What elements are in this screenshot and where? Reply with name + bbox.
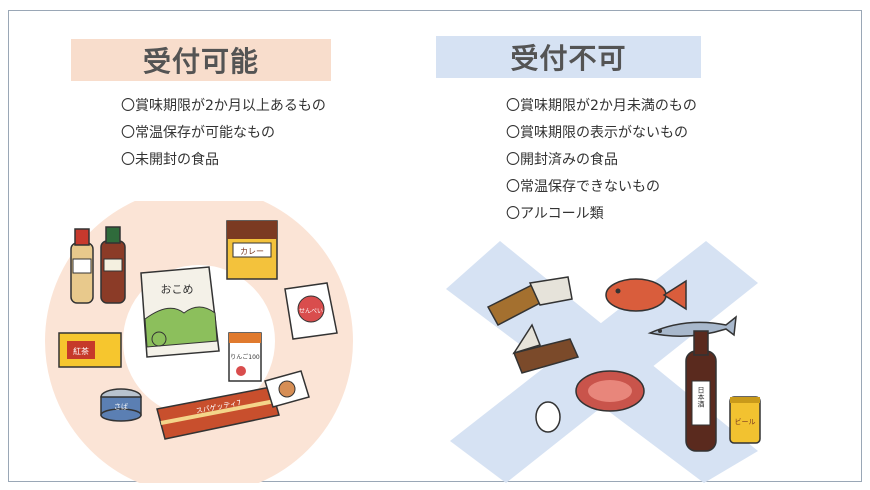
reject-item: 〇賞味期限の表示がないもの — [506, 125, 688, 141]
rejected-foods-illustration: 日本酒 ビール — [446, 241, 761, 483]
reject-item: 〇常温保存できないもの — [506, 179, 660, 195]
soy-sauce-bottle-icon — [70, 228, 94, 304]
accept-panel: 受付可能 〇賞味期限が2か月以上あるもの 〇常温保存が可能なもの 〇未開封の食品 — [9, 11, 436, 483]
meat-icon — [575, 370, 645, 412]
beer-label: ビール — [735, 417, 756, 426]
cracker-label: せんべい — [299, 308, 323, 315]
sake-label: 日本酒 — [697, 387, 705, 409]
chocolate-bar-icon — [512, 323, 580, 374]
infographic-frame: 受付可能 〇賞味期限が2か月以上あるもの 〇常温保存が可能なもの 〇未開封の食品 — [8, 10, 863, 483]
accept-item: 〇未開封の食品 — [121, 152, 219, 168]
reject-header: 受付不可 — [436, 36, 701, 78]
can-label: さば — [114, 402, 128, 411]
egg-icon — [535, 401, 561, 433]
sardine-icon — [647, 315, 737, 337]
juice-box-icon: りんご100 — [228, 332, 262, 382]
reject-panel: 受付不可 〇賞味期限が2か月未満のもの 〇賞味期限の表示がないもの 〇開封済みの… — [436, 11, 863, 483]
sauce-bottle-icon — [100, 226, 126, 304]
accept-header: 受付可能 — [71, 39, 331, 81]
canned-fish-icon: さば — [100, 388, 142, 422]
rice-bag-icon: おこめ — [140, 266, 220, 358]
tea-box-icon: 紅茶 — [58, 332, 122, 368]
fish-icon — [605, 278, 687, 312]
reject-item: 〇アルコール類 — [506, 206, 604, 222]
cookie-pack-icon — [264, 370, 310, 408]
tea-label: 紅茶 — [73, 346, 89, 356]
accept-list: 〇賞味期限が2か月以上あるもの 〇常温保存が可能なもの 〇未開封の食品 — [121, 93, 326, 174]
rice-bag-label: おこめ — [161, 283, 194, 296]
cracker-bag-icon: せんべい — [284, 282, 338, 340]
pasta-package-icon: スパゲッティ7 — [156, 386, 280, 440]
accept-item: 〇常温保存が可能なもの — [121, 125, 275, 141]
reject-item: 〇賞味期限が2か月未満のもの — [506, 98, 697, 114]
juice-label: りんご100 — [230, 353, 260, 361]
accepted-foods-illustration: カレー おこめ せんべい 紅茶 — [45, 201, 353, 483]
beer-can-icon: ビール — [729, 396, 761, 444]
curry-box-icon: カレー — [226, 220, 278, 280]
accept-item: 〇賞味期限が2か月以上あるもの — [121, 98, 326, 114]
reject-list: 〇賞味期限が2か月未満のもの 〇賞味期限の表示がないもの 〇開封済みの食品 〇常… — [506, 93, 697, 228]
reject-item: 〇開封済みの食品 — [506, 152, 618, 168]
curry-label: カレー — [240, 247, 264, 256]
opened-snack-icon — [486, 276, 573, 327]
sake-bottle-icon: 日本酒 — [685, 330, 717, 452]
